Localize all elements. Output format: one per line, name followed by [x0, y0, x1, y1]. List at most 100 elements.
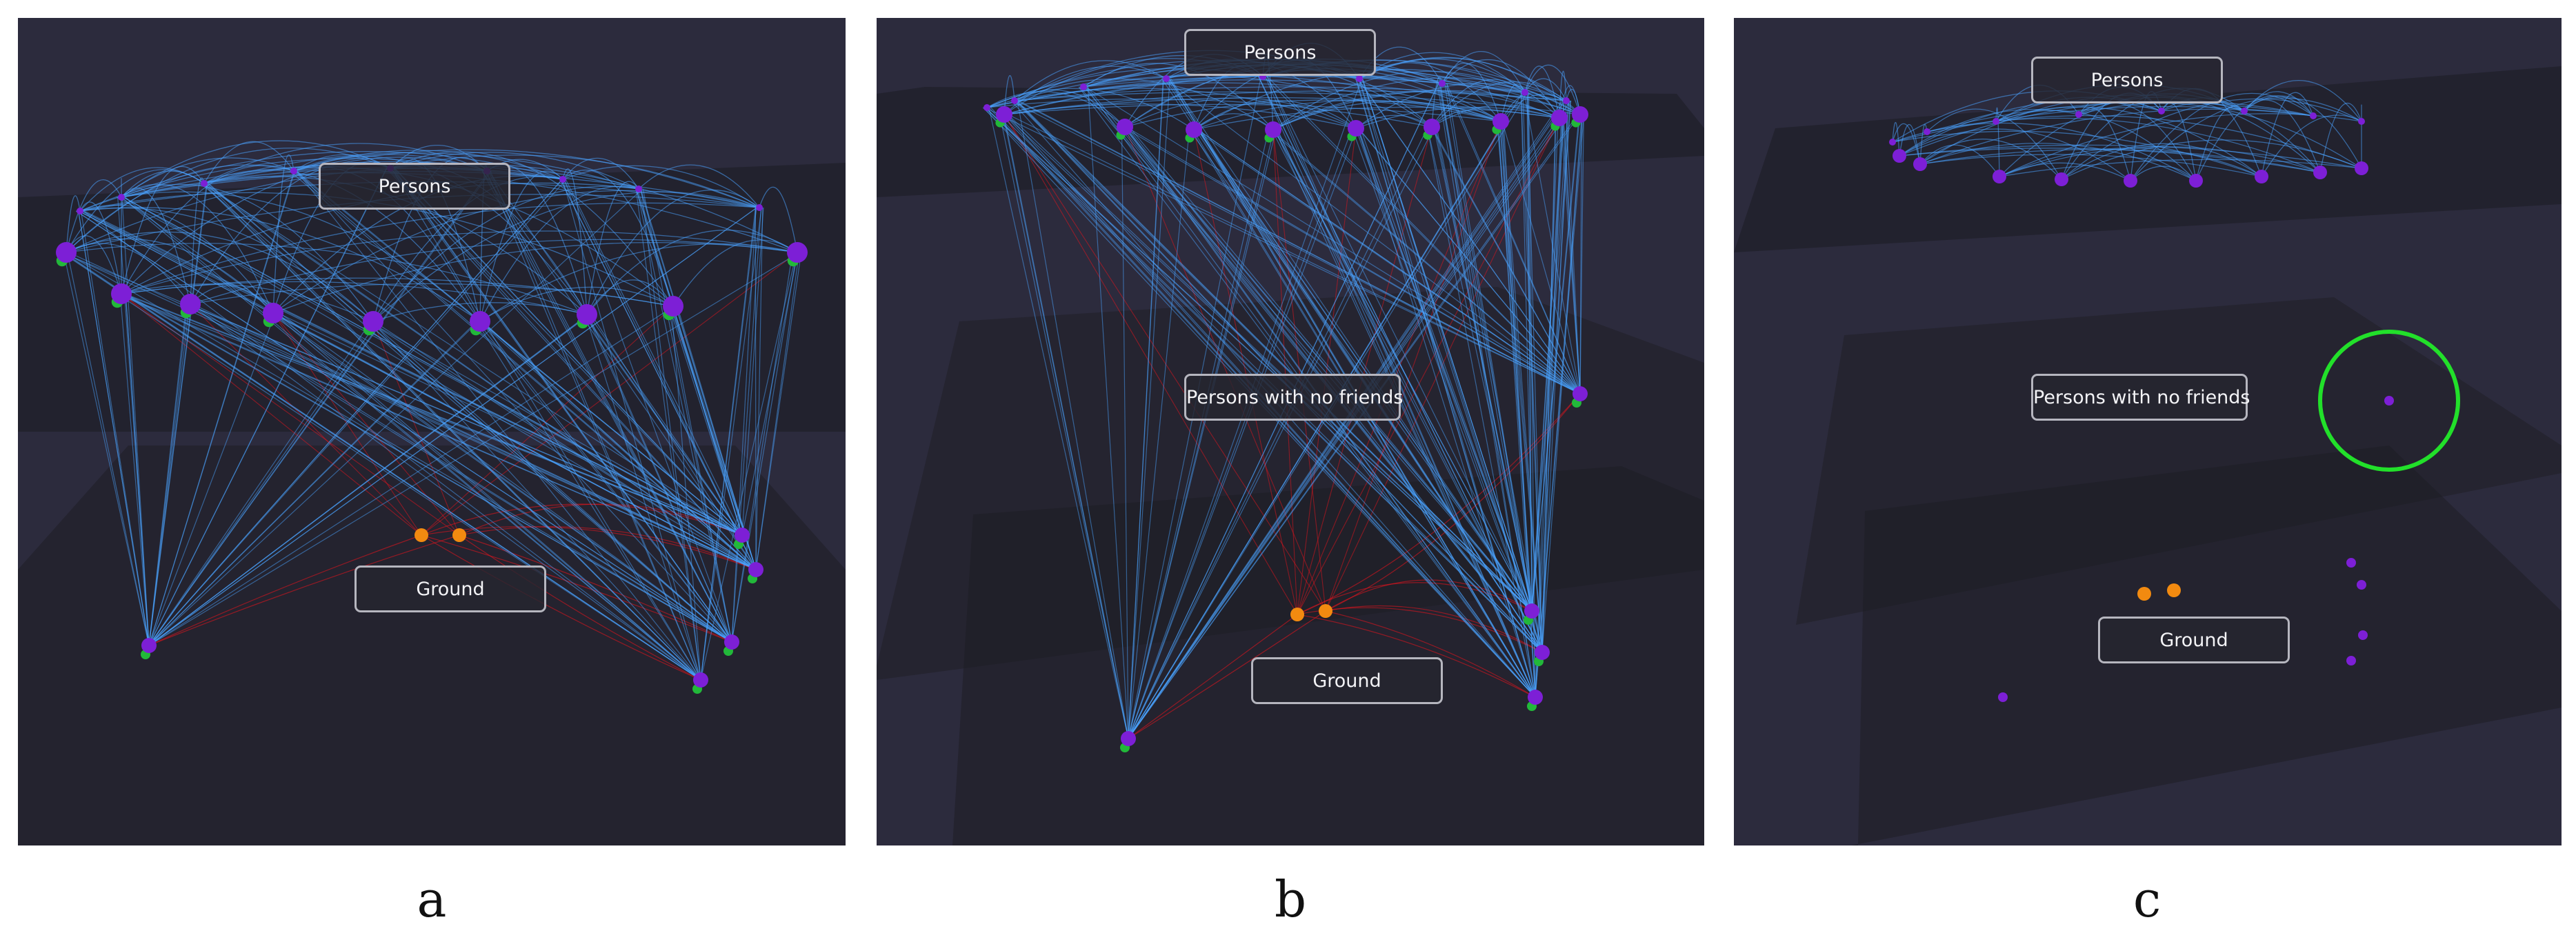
friend-edge: [1017, 100, 1581, 394]
friend-edge: [277, 312, 743, 536]
friend-arc: [1441, 50, 1526, 93]
friend-edge: [700, 207, 757, 681]
friend-edge: [1501, 121, 1581, 394]
friend-edge: [476, 321, 701, 681]
person-node: [1080, 83, 1087, 90]
friend-edge: [1121, 126, 1129, 739]
friend-edge: [636, 188, 732, 643]
ground-edge: [1272, 129, 1326, 612]
friend-edge: [123, 197, 757, 570]
person-node: [2384, 396, 2394, 406]
friend-arc: [562, 168, 588, 315]
person-node: [1535, 645, 1550, 660]
friend-arc: [1899, 144, 2362, 169]
friend-edge: [1164, 78, 1581, 394]
planes: [1734, 66, 2562, 845]
friend-edge: [1357, 78, 1581, 394]
friend-arc: [121, 230, 798, 294]
person-node: [996, 106, 1012, 123]
person-node: [2124, 174, 2137, 188]
person-node: [1924, 128, 1930, 135]
person-node: [2241, 108, 2248, 114]
friend-arc: [2261, 92, 2314, 177]
ground-edge: [1128, 610, 1326, 739]
friend-arc: [121, 166, 205, 294]
friend-edge: [1128, 78, 1164, 739]
friend-arc: [2161, 102, 2197, 181]
ground-edge: [421, 526, 757, 570]
friend-edge: [202, 183, 743, 536]
person-node: [1348, 120, 1364, 137]
friend-edge: [984, 107, 1532, 612]
person-node: [1163, 75, 1170, 82]
friend-edge: [1128, 128, 1352, 739]
friend-arc: [1193, 100, 1357, 130]
friend-arc: [2319, 102, 2362, 173]
friend-edge: [1357, 128, 1536, 698]
person-node: [111, 283, 132, 304]
person-node: [1186, 121, 1202, 138]
friend-edge: [1439, 83, 1543, 653]
friend-edge: [1266, 76, 1532, 612]
friend-edge: [148, 188, 643, 646]
person-node: [2158, 108, 2165, 114]
friend-edge: [1361, 78, 1532, 612]
friend-edge: [635, 188, 743, 536]
friend-edge: [741, 207, 764, 536]
caption-c: c: [2133, 870, 2161, 928]
friend-arc: [66, 148, 391, 253]
ground-edge: [1297, 582, 1532, 615]
friend-edge: [83, 210, 701, 681]
friend-arc: [1919, 139, 2062, 180]
friend-arc: [1995, 114, 2362, 169]
friend-edge: [1017, 100, 1532, 612]
friend-edge: [635, 188, 757, 570]
friend-edge: [1164, 78, 1543, 653]
ground-label: Ground: [2098, 617, 2290, 663]
friend-edge: [1524, 92, 1581, 394]
friend-edge: [755, 207, 763, 570]
ground-edge: [148, 534, 460, 646]
friend-arc: [1004, 90, 1567, 115]
friend-arc: [586, 181, 639, 315]
friend-edge: [1444, 83, 1532, 612]
friend-arc: [1004, 103, 1501, 122]
friend-edge: [391, 168, 701, 681]
friend-edge: [124, 293, 732, 643]
persons-label: Persons: [2031, 57, 2223, 103]
friend-edge: [62, 252, 701, 681]
person-node: [663, 296, 683, 317]
friend-edge: [148, 179, 563, 646]
friend-edge: [190, 303, 701, 681]
friend-arc: [1014, 60, 1167, 101]
friend-arc: [2244, 95, 2362, 169]
ground-node: [2167, 583, 2181, 597]
friend-edge: [755, 207, 757, 570]
person-node: [1265, 121, 1281, 138]
person-node: [1011, 97, 1018, 104]
friend-edge: [1085, 86, 1581, 394]
friend-edge: [1266, 76, 1581, 394]
friend-edge: [116, 293, 757, 570]
caption-a: a: [417, 870, 447, 928]
friend-arc: [190, 177, 205, 305]
friend-edge: [148, 321, 378, 646]
friend-arc: [562, 165, 760, 208]
person-node: [2310, 112, 2317, 119]
ground-edge: [1004, 114, 1298, 615]
friend-edge: [1436, 126, 1532, 612]
friend-edge: [488, 170, 732, 643]
friend-edge: [148, 303, 188, 646]
friend-edge: [1358, 78, 1536, 698]
friend-arc: [1524, 78, 1567, 101]
panel-b: Persons Persons with no friends Ground: [877, 18, 1704, 845]
planes: [877, 87, 1704, 845]
friend-arc: [79, 207, 481, 322]
friend-edge: [1358, 128, 1581, 394]
person-node: [693, 672, 708, 688]
person-node: [756, 204, 763, 211]
friend-arc: [1004, 66, 1167, 115]
person-node: [363, 311, 383, 332]
person-node: [56, 242, 77, 263]
friend-edge: [386, 168, 757, 570]
